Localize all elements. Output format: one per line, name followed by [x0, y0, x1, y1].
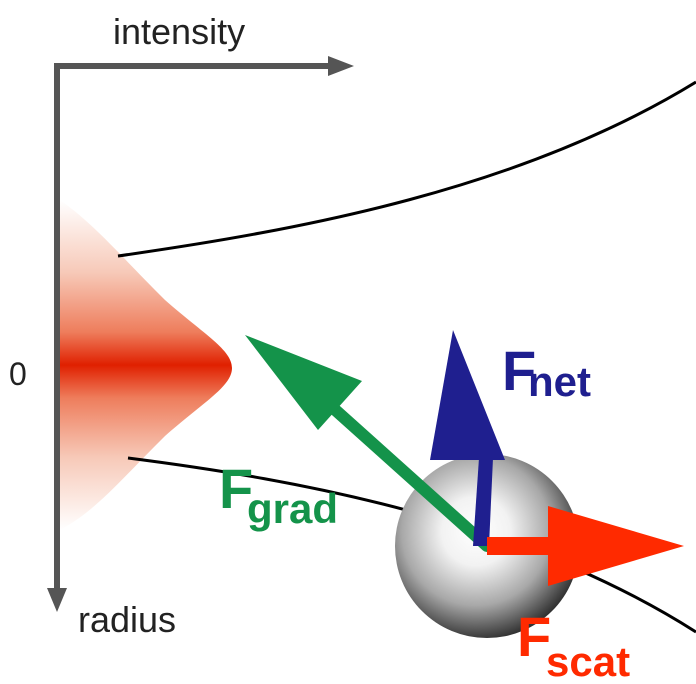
zero-tick-label: 0 — [9, 356, 27, 392]
intensity-axis-label: intensity — [113, 11, 245, 52]
f-grad-label-main: F — [219, 457, 253, 520]
gaussian-intensity-profile — [60, 200, 232, 530]
f-net-arrow-shaft — [473, 458, 493, 546]
f-grad-label-sub: grad — [247, 485, 338, 532]
f-grad-label: F grad — [219, 457, 338, 532]
intensity-axis-arrowhead — [328, 56, 354, 76]
radius-axis-arrowhead — [47, 588, 67, 612]
f-scat-arrowhead — [548, 506, 684, 586]
f-net-label: F net — [502, 339, 591, 405]
f-net-arrowhead — [430, 330, 505, 460]
f-grad-arrow-shaft — [326, 401, 493, 552]
f-scat-label-sub: scat — [546, 638, 630, 684]
f-scat-label: F scat — [517, 605, 630, 684]
beam-upper-edge — [117, 80, 696, 258]
f-scat-label-main: F — [517, 605, 551, 668]
f-net-label-sub: net — [528, 358, 591, 405]
f-scat-arrow-shaft — [487, 537, 562, 555]
f-net-label-main: F — [502, 339, 536, 402]
f-grad-arrowhead — [245, 335, 362, 430]
radius-axis-label: radius — [78, 599, 176, 640]
